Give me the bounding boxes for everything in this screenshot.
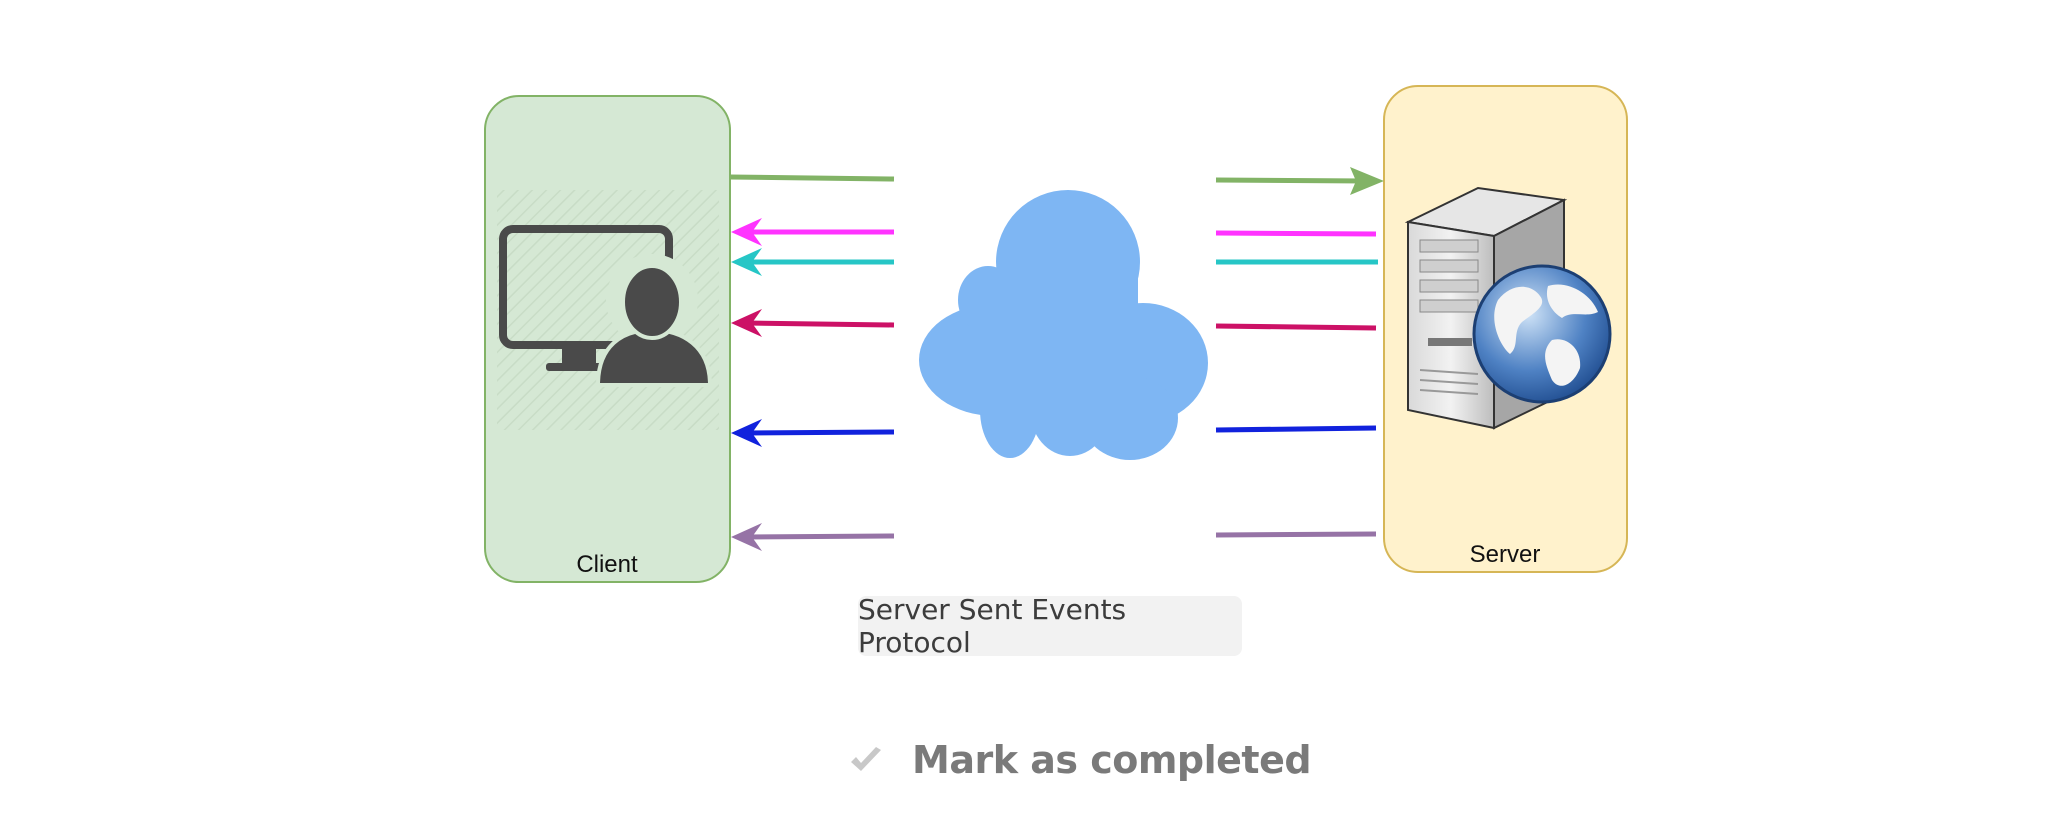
- user-at-computer-icon: [499, 225, 713, 387]
- event-arrow-purple-client: [731, 523, 895, 551]
- globe-icon: [1472, 264, 1612, 404]
- event-line-crimson-server: [1215, 323, 1377, 331]
- internet-cloud-icon: [919, 190, 1208, 460]
- client-arrows: [729, 174, 895, 551]
- client-label: Client: [576, 551, 638, 578]
- client-node: Client: [484, 95, 731, 583]
- diagram-caption: Server Sent Events Protocol: [858, 593, 1242, 659]
- mark-as-completed-label: Mark as completed: [912, 738, 1312, 782]
- request-line-client: [729, 174, 895, 182]
- event-arrow-magenta-client: [731, 218, 894, 246]
- event-line-purple-server: [1215, 531, 1377, 538]
- event-arrow-crimson-client: [731, 309, 895, 337]
- mark-as-completed-button[interactable]: Mark as completed: [848, 732, 1312, 788]
- checkmark-icon: [851, 747, 881, 771]
- event-line-magenta-server: [1215, 230, 1377, 237]
- event-arrow-cyan-client: [731, 248, 894, 276]
- server-arrows: [1215, 167, 1384, 538]
- request-arrow-server: [1215, 167, 1384, 195]
- event-line-blue-server: [1215, 425, 1377, 433]
- event-arrow-blue-client: [731, 419, 895, 447]
- server-label: Server: [1470, 541, 1541, 568]
- server-node: Server: [1383, 85, 1628, 573]
